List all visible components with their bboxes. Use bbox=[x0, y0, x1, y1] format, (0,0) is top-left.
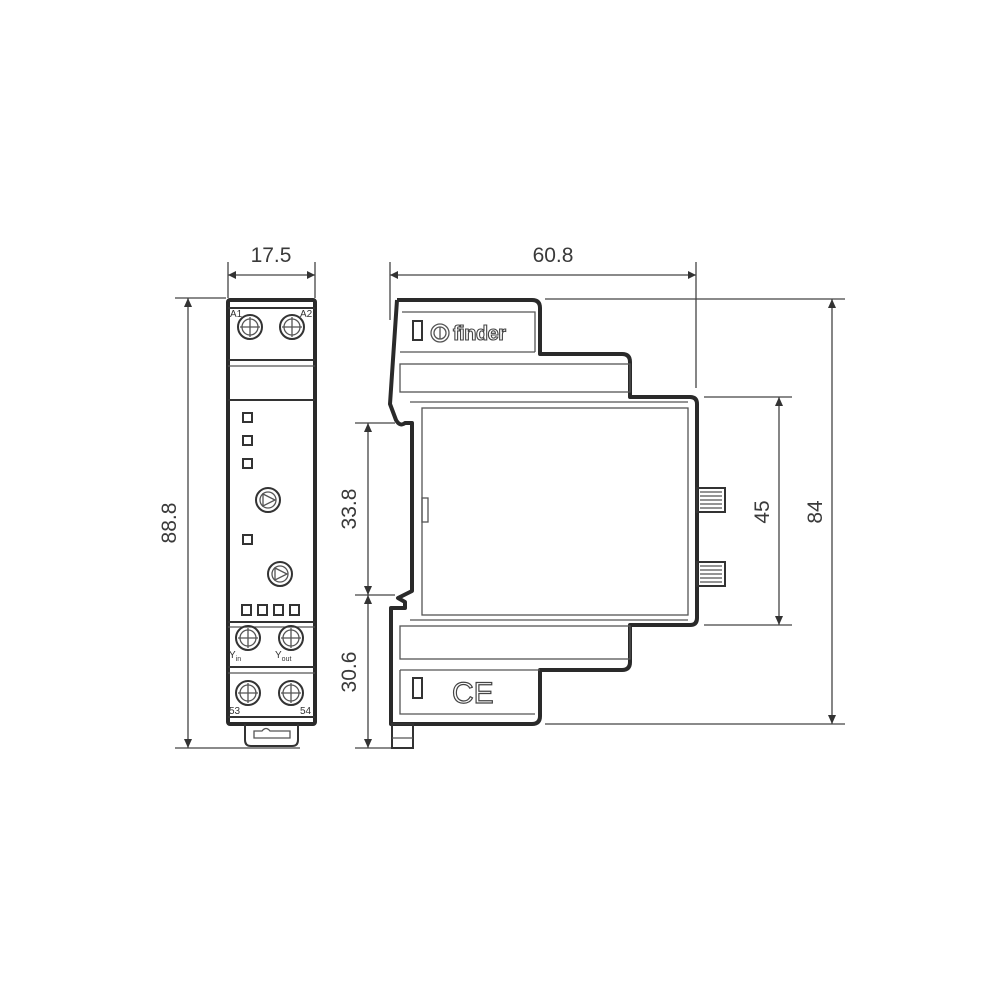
terminal-screw-yin bbox=[235, 625, 261, 651]
led-indicator bbox=[273, 604, 284, 616]
led-indicator bbox=[241, 604, 252, 616]
led-indicator bbox=[242, 458, 253, 469]
led-indicator bbox=[257, 604, 268, 616]
ce-mark: CE bbox=[452, 677, 494, 710]
dimension-label-depth: 60.8 bbox=[533, 244, 574, 267]
side-view: 60.8 84 45 bbox=[338, 244, 845, 749]
front-body bbox=[421, 407, 689, 616]
dimension-width-front: 17.5 bbox=[227, 244, 316, 298]
terminal-screw-a2 bbox=[279, 314, 305, 340]
led-indicator bbox=[242, 534, 253, 545]
dimension-label-front-height: 45 bbox=[751, 500, 774, 523]
terminal-label-a1: A1 bbox=[230, 309, 243, 320]
dimension-label-rail-lower: 30.6 bbox=[338, 652, 361, 693]
adjustment-knob-2 bbox=[267, 561, 293, 587]
dimension-height-front: 88.8 bbox=[158, 297, 300, 749]
din-clip bbox=[244, 724, 299, 747]
dimension-label-total-height: 84 bbox=[804, 500, 827, 524]
terminal-screw-54 bbox=[278, 680, 304, 706]
terminal-screw-53 bbox=[235, 680, 261, 706]
dimension-total-height: 84 bbox=[545, 298, 845, 725]
led-indicator bbox=[289, 604, 300, 616]
led-indicator bbox=[242, 435, 253, 446]
top-window bbox=[412, 320, 423, 341]
brand-name: finder bbox=[453, 323, 506, 345]
finder-logo-icon bbox=[430, 323, 450, 343]
terminal-label-a2: A2 bbox=[300, 309, 313, 320]
dimension-front-height: 45 bbox=[704, 396, 792, 626]
dimension-label-width: 17.5 bbox=[251, 244, 292, 267]
dimension-depth-side: 60.8 bbox=[389, 244, 697, 388]
terminal-screw-a1 bbox=[237, 314, 263, 340]
terminal-label-54: 54 bbox=[300, 706, 312, 717]
dimension-label-rail-upper: 33.8 bbox=[338, 489, 361, 530]
side-slot bbox=[421, 497, 429, 523]
front-housing bbox=[226, 298, 317, 726]
adjustment-knob-side-1 bbox=[696, 487, 726, 513]
bottom-window bbox=[412, 677, 423, 699]
led-indicator bbox=[242, 412, 253, 423]
dimension-label-height: 88.8 bbox=[158, 503, 181, 544]
terminal-label-yin: Yin bbox=[229, 650, 241, 663]
adjustment-knob-side-2 bbox=[696, 561, 726, 587]
terminal-label-53: 53 bbox=[229, 706, 241, 717]
adjustment-knob-1 bbox=[255, 487, 281, 513]
din-foot bbox=[391, 723, 414, 749]
dimension-rail: 33.8 30.6 bbox=[338, 422, 395, 749]
terminal-screw-yout bbox=[278, 625, 304, 651]
front-view: 17.5 88.8 bbox=[158, 244, 317, 749]
terminal-label-yout: Yout bbox=[275, 650, 291, 663]
